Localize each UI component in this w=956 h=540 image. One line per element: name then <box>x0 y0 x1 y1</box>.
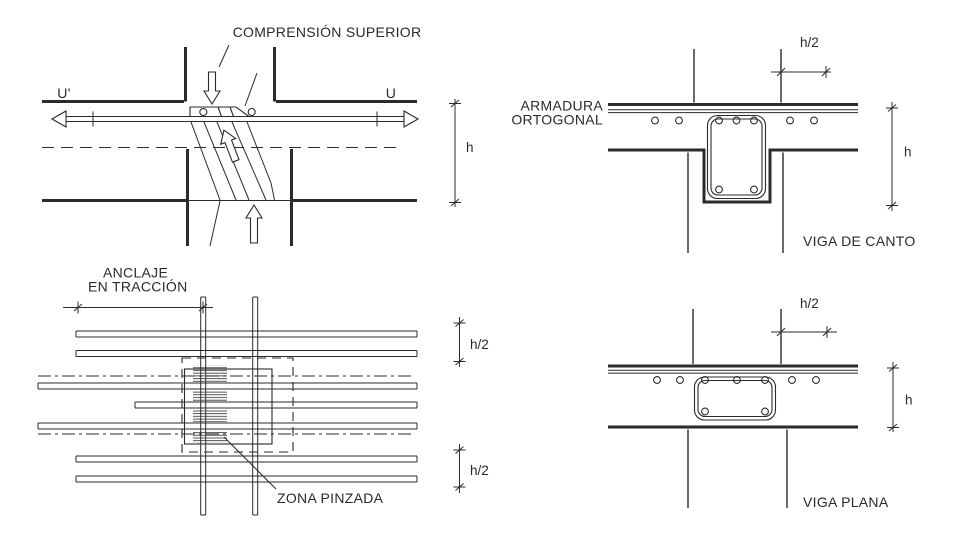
height-dim-label: h <box>904 145 912 160</box>
orthogonal-reinforcement-lines <box>608 109 858 114</box>
upper-column-faces <box>184 47 276 102</box>
height-dim-label: h <box>905 393 913 408</box>
upper-wall-lines <box>692 309 782 364</box>
anclaje-label-line1: ANCLAJE <box>103 265 168 281</box>
half-height-dimension: h/2 <box>771 35 831 78</box>
rebar-dots-row <box>651 116 818 125</box>
strut-force-arrow <box>219 129 240 163</box>
tie-right-label: U <box>386 85 396 101</box>
viga-de-canto-caption: VIGA DE CANTO <box>803 233 916 249</box>
rebar-dot <box>715 185 723 194</box>
height-dimension: h <box>449 99 474 207</box>
rebar-dot <box>701 407 709 416</box>
half-height-dimension-bottom: h/2 <box>453 444 489 493</box>
half-height-dim-label: h/2 <box>470 337 489 352</box>
orthogonal-reinforcement-lines <box>608 369 858 374</box>
half-height-dim-label: h/2 <box>470 463 489 478</box>
horizontal-rebars <box>37 330 418 483</box>
tie-left-label: U' <box>57 85 70 101</box>
drop-beam-outline <box>702 148 772 204</box>
half-height-dim-label: h/2 <box>800 35 819 50</box>
top-compression-title: COMPRENSIÓN SUPERIOR <box>233 24 422 40</box>
vertical-rebars <box>200 296 259 516</box>
rebar-dot <box>750 185 758 194</box>
rebar-dot <box>199 107 208 117</box>
column-dashed-outline <box>181 357 294 453</box>
down-force-arrow <box>203 71 221 106</box>
axis-dashdot-lines <box>38 375 412 435</box>
half-height-dim-label: h/2 <box>800 296 819 311</box>
diagram-anclaje-en-traccion: ANCLAJE EN TRACCIÓN <box>37 265 489 516</box>
diagram-viga-plana: h/2 h VIGA PLANA <box>608 296 913 510</box>
half-height-dimension: h/2 <box>771 296 837 338</box>
height-dim-label: h <box>466 140 474 155</box>
stirrup-plan-rectangle <box>183 368 273 445</box>
armadura-label-line2: ORTOGONAL <box>511 112 603 128</box>
half-height-dimension-top: h/2 <box>453 317 489 367</box>
compression-wedge <box>189 106 251 118</box>
upper-wall-lines <box>693 49 782 103</box>
bottom-force-arrow <box>245 203 263 244</box>
rebar-dot <box>247 107 256 117</box>
zona-pinzada-label: ZONA PINZADA <box>277 490 384 506</box>
leader-lines <box>218 44 258 107</box>
stirrup <box>693 376 777 421</box>
height-dimension: h <box>887 362 913 432</box>
compression-strut-lines <box>190 121 275 247</box>
rebar-dot <box>761 407 769 416</box>
lower-column-and-slab-bottom <box>42 149 417 246</box>
stirrup <box>706 114 767 200</box>
diagram-viga-de-canto: ARMADURA ORTOGONAL h/2 <box>511 35 915 253</box>
pinched-zone-hatch <box>193 365 227 443</box>
anchorage-length-dimension <box>63 301 213 314</box>
tie-arrowhead-right <box>403 110 420 128</box>
viga-plana-caption: VIGA PLANA <box>803 494 889 510</box>
zona-pinzada-leader <box>223 436 277 490</box>
lower-wall-lines <box>687 152 784 253</box>
tie-arrowhead-left <box>50 110 67 128</box>
height-dimension: h <box>886 102 912 211</box>
anclaje-label-line2: EN TRACCIÓN <box>88 279 188 295</box>
armadura-label-line1: ARMADURA <box>520 98 603 114</box>
diagram-top-compression-joint: COMPRENSIÓN SUPERIOR U' U h <box>42 24 474 247</box>
lower-wall-lines <box>687 429 788 508</box>
